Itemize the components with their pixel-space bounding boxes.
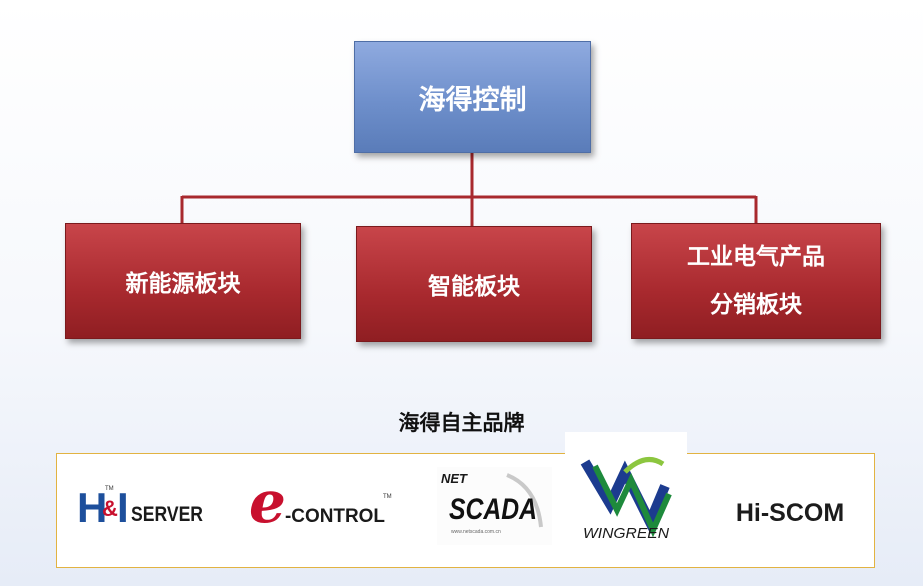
child-node-label: 智能板块 [428, 274, 520, 300]
net-scada-net: NET [441, 471, 468, 486]
hi-server-amp: & [102, 496, 118, 521]
wingreen-logo: WINGREEN [565, 432, 687, 566]
root-node: 海得控制 [354, 41, 591, 153]
e-control-logo: e -CONTROL TM [245, 468, 395, 536]
hi-server-tm: TM [105, 486, 114, 492]
net-scada-url: www.netscada.com.cn [451, 529, 501, 535]
child-node-label: 新能源板块 [125, 271, 241, 297]
child-node-label-line2: 分销板块 [710, 292, 802, 318]
root-node-label: 海得控制 [418, 84, 527, 116]
wingreen-mark-green [592, 464, 672, 538]
brands-title: 海得自主品牌 [398, 411, 525, 435]
hi-server-i: I [117, 484, 129, 530]
hi-server-text: SERVER [131, 503, 203, 526]
child-node-intelligent: 智能板块 [356, 226, 592, 342]
child-node-distribution: 工业电气产品 分销板块 [631, 223, 881, 339]
e-control-text: -CONTROL [285, 506, 385, 527]
wingreen-text: WINGREEN [583, 525, 669, 542]
net-scada-arc [506, 473, 543, 528]
hi-server-logo: H & I TM SERVER [75, 480, 207, 531]
net-scada-logo: NET SCADA www.netscada.com.cn [437, 467, 552, 545]
net-scada-scada: SCADA [449, 493, 537, 526]
e-control-tm: TM [383, 494, 392, 500]
hi-scom-text: Hi-SCOM [735, 498, 845, 527]
child-node-label-line1: 工业电气产品 [687, 244, 825, 270]
hi-scom-logo: Hi-SCOM [723, 473, 857, 553]
child-node-new-energy: 新能源板块 [65, 223, 301, 339]
wingreen-mark-light [623, 457, 665, 474]
hi-server-h: H [77, 484, 107, 530]
e-control-e: e [249, 470, 286, 536]
